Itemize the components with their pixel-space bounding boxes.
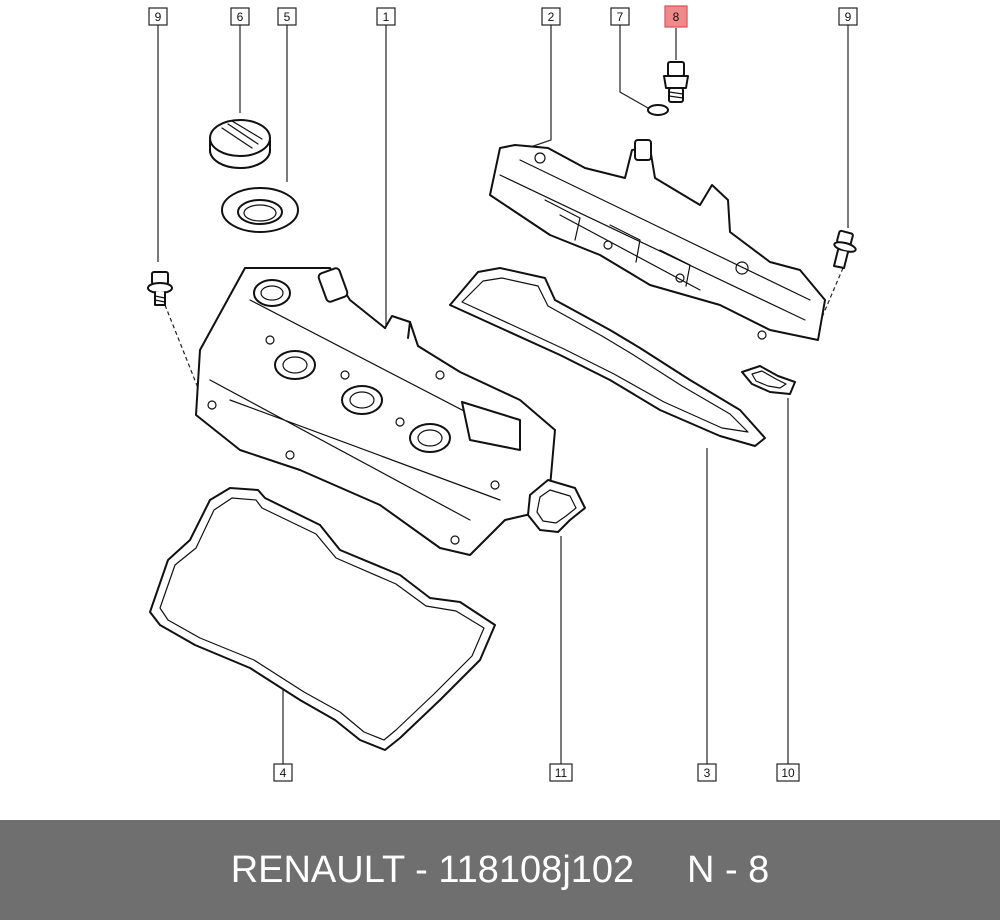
callout-labels: 9 6 5 1 2 7 8 (148, 5, 858, 782)
seal-ring (221, 187, 299, 233)
callout-2: 2 (541, 7, 561, 26)
diagram-drawing: 9 6 5 1 2 7 8 (147, 5, 858, 782)
bolt-left (147, 271, 173, 306)
callout-9-right: 9 (838, 7, 858, 26)
callout-label: 2 (548, 10, 555, 24)
part-number-footer: RENAULT - 118108j102 N - 8 (0, 820, 1000, 920)
callout-label: 4 (280, 766, 287, 780)
callout-7: 7 (610, 7, 630, 26)
callout-5: 5 (277, 7, 297, 26)
o-ring (647, 104, 669, 116)
callout-label: 5 (284, 10, 291, 24)
pcv-valve (663, 61, 689, 103)
callout-3: 3 (697, 763, 717, 782)
leader-lines (157, 24, 849, 764)
callout-9-left: 9 (148, 7, 168, 26)
callout-11: 11 (549, 763, 573, 782)
callout-label: 9 (155, 10, 162, 24)
bolt-right (833, 229, 857, 269)
cylinder-head-cover-right (489, 139, 826, 341)
callout-label: 8 (673, 10, 680, 24)
gasket-left (149, 487, 496, 751)
callout-label: 6 (237, 10, 244, 24)
bolt-axis-left (164, 304, 203, 399)
callout-8-highlighted: 8 (664, 5, 688, 28)
part-reference-text: RENAULT - 118108j102 N - 8 (230, 848, 770, 891)
callout-1: 1 (376, 7, 396, 26)
exploded-parts-diagram: 9 6 5 1 2 7 8 (147, 5, 858, 782)
callout-label: 3 (704, 766, 711, 780)
callout-4: 4 (273, 763, 293, 782)
callout-10: 10 (776, 763, 800, 782)
callout-label: 10 (781, 766, 795, 780)
callout-label: 9 (845, 10, 852, 24)
oil-filler-cap (209, 119, 271, 169)
leader-2 (521, 24, 552, 151)
bolt-axis-right (819, 267, 844, 323)
callout-label: 11 (555, 766, 568, 780)
leader-7 (619, 24, 649, 109)
small-gasket (527, 479, 586, 533)
gasket-right (449, 267, 766, 447)
seal-gasket (741, 365, 796, 395)
callout-6: 6 (230, 7, 250, 26)
callout-label: 1 (383, 10, 390, 24)
callout-label: 7 (617, 10, 624, 24)
cylinder-head-cover-left (195, 267, 556, 556)
